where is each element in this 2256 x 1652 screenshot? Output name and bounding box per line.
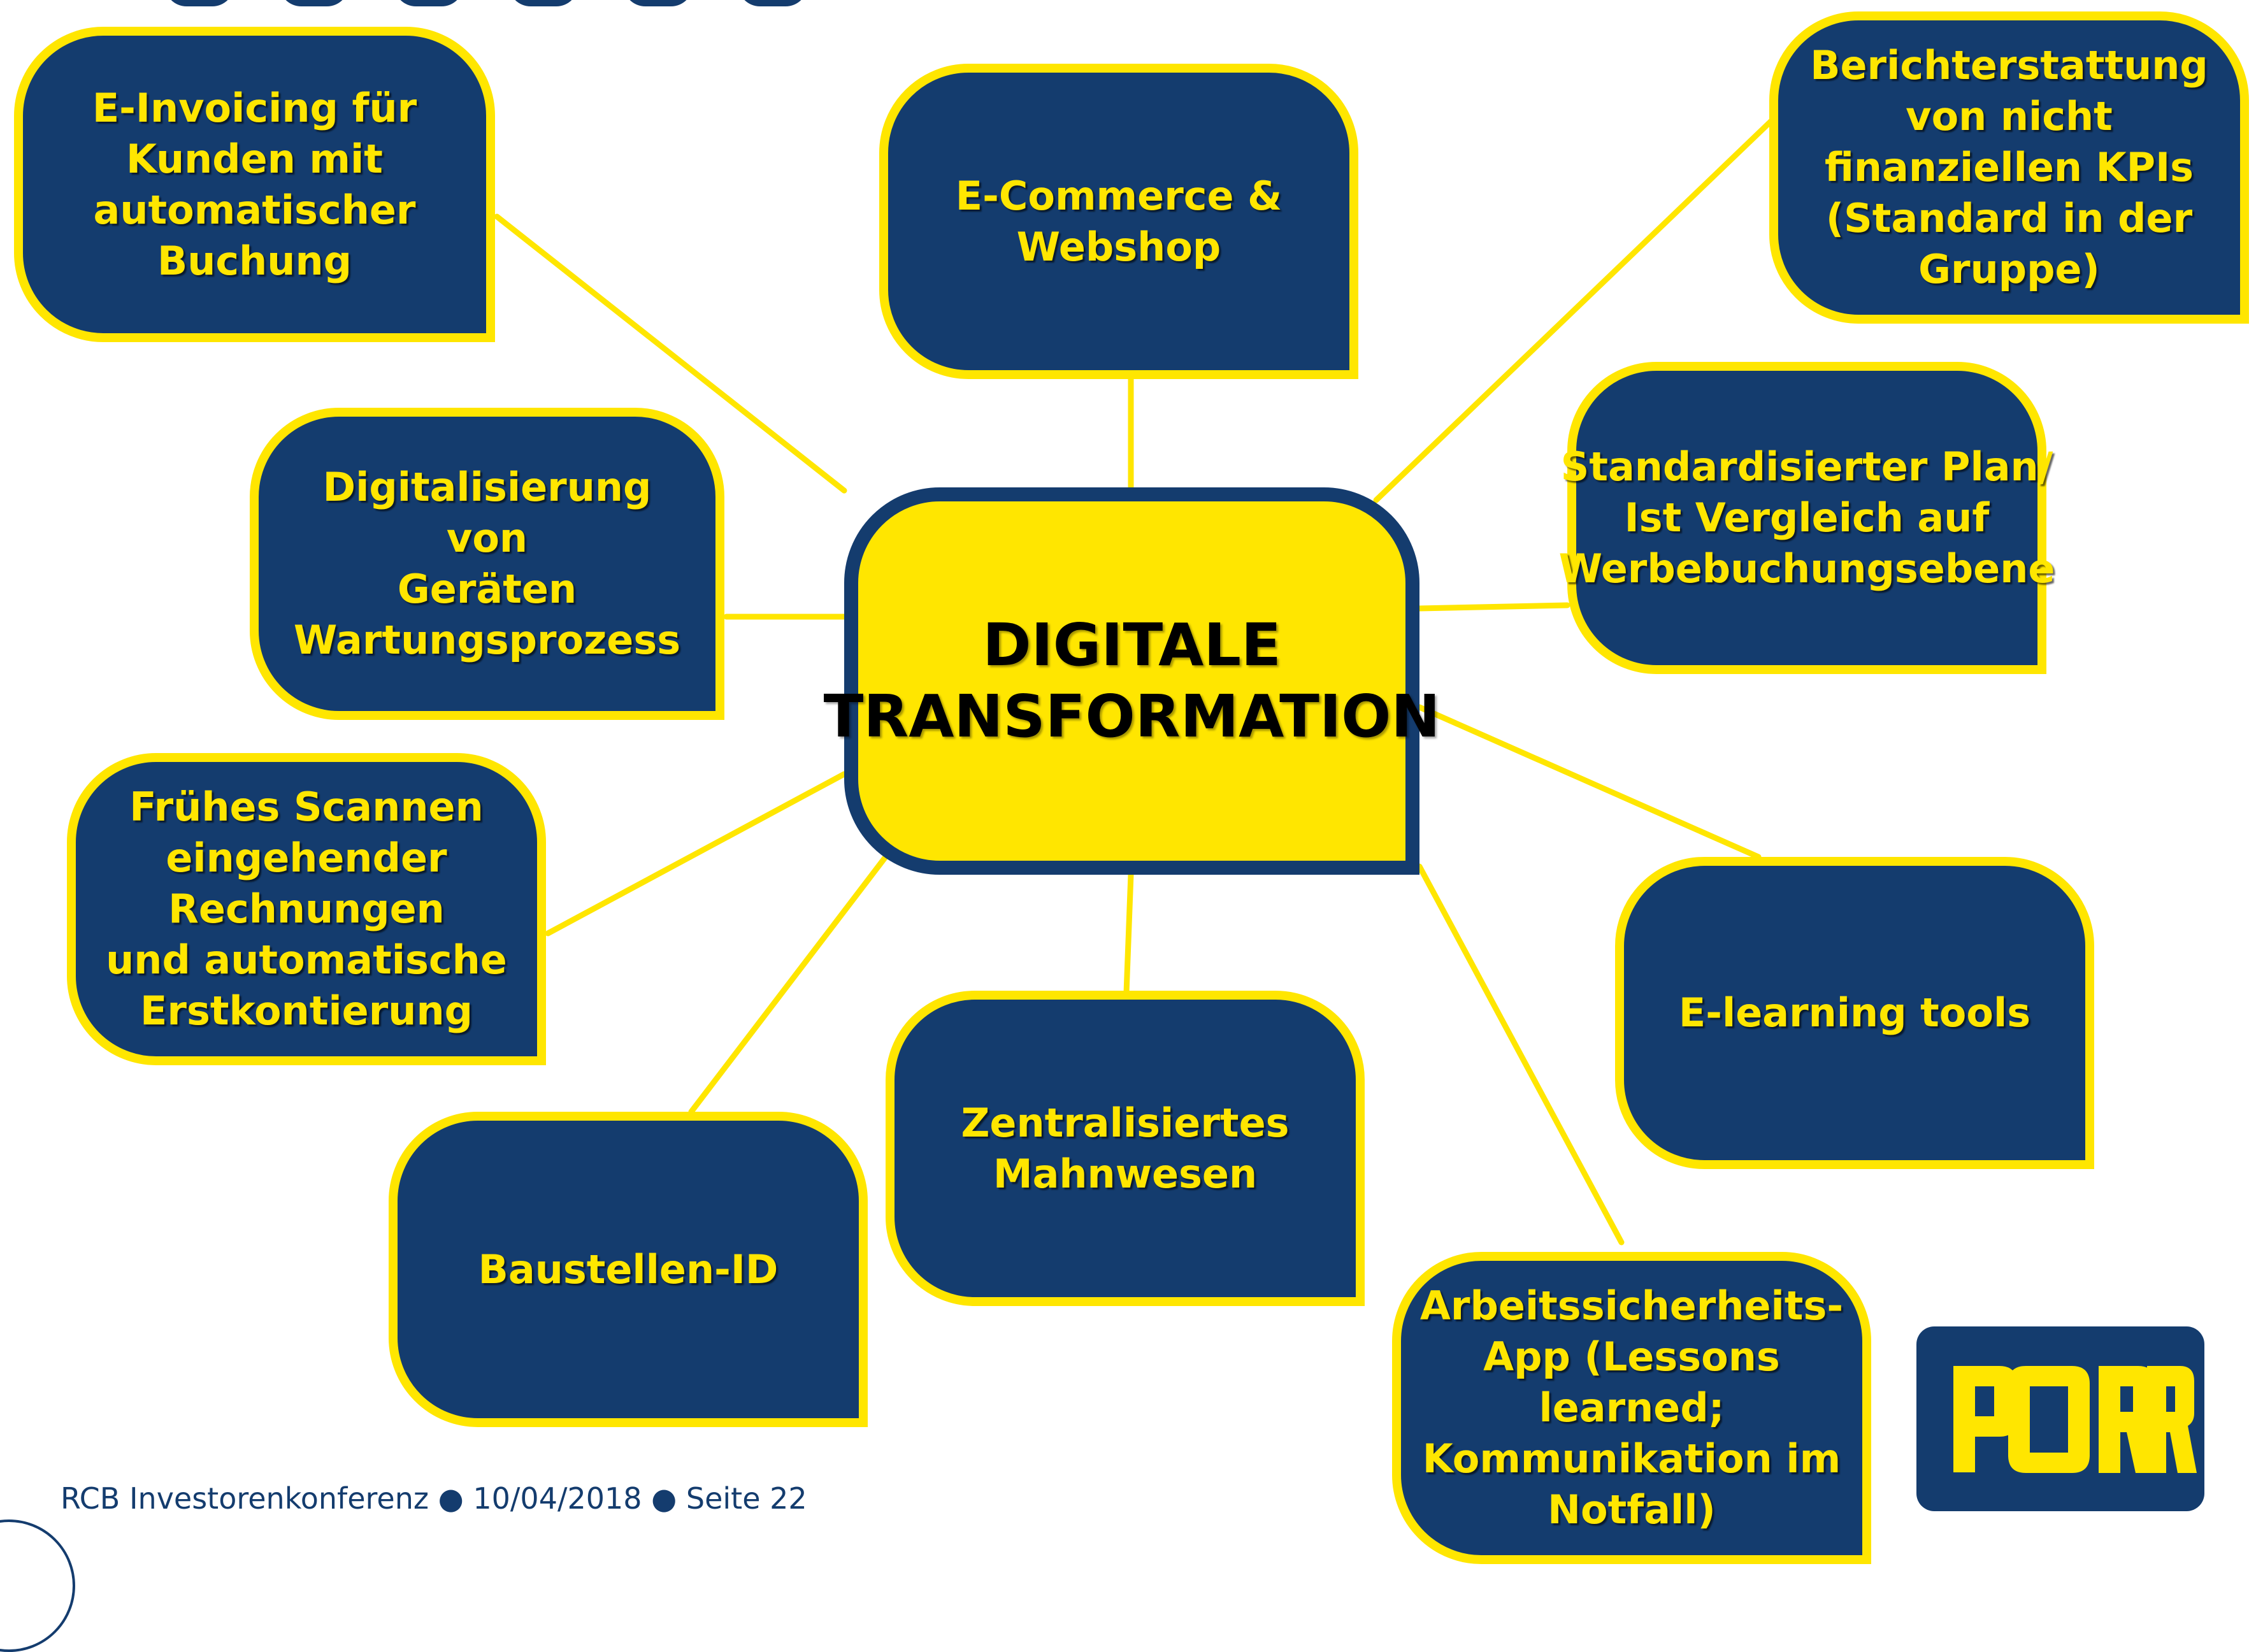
connector-arbeitssicherheit xyxy=(1416,863,1625,1246)
node-berichterstattung[interactable]: Berichterstattung von nicht finanziellen… xyxy=(1769,11,2249,324)
node-elearning[interactable]: E-learning tools xyxy=(1615,857,2094,1169)
connector-mahnwesen xyxy=(1123,872,1134,996)
node-scannen[interactable]: Frühes Scannen eingehender Rechnungen un… xyxy=(67,753,546,1065)
connector-lines xyxy=(494,118,1774,1246)
node-ecommerce[interactable]: E-Commerce & Webshop xyxy=(879,64,1358,379)
node-mahnwesen[interactable]: Zentralisiertes Mahnwesen xyxy=(886,991,1365,1306)
connector-berichterstattung xyxy=(1373,118,1774,503)
node-arbeitssicherheit[interactable]: Arbeitssicherheits- App (Lessons learned… xyxy=(1392,1252,1871,1564)
porr-logo-wordmark xyxy=(1953,1366,2197,1473)
center-node[interactable]: DIGITALE TRANSFORMATION xyxy=(824,487,1440,875)
node-einvoicing[interactable]: E-Invoicing für Kunden mit automatischer… xyxy=(14,27,495,342)
footer-text: RCB Investorenkonferenz ● 10/04/2018 ● S… xyxy=(61,1481,807,1516)
connector-baustellen xyxy=(688,854,889,1115)
title-fragment xyxy=(164,0,910,6)
node-plan-ist[interactable]: Standardisierter Plan/ Ist Vergleich auf… xyxy=(1559,362,2055,674)
connector-plan-ist xyxy=(1416,602,1570,612)
connector-einvoicing xyxy=(494,213,847,494)
node-digitalisierung[interactable]: Digitalisierung von Geräten Wartungsproz… xyxy=(250,408,724,720)
porr-logo xyxy=(1916,1326,2204,1511)
connector-elearning xyxy=(1416,704,1762,860)
connector-scannen xyxy=(545,771,847,937)
node-baustellen[interactable]: Baustellen-ID xyxy=(389,1112,868,1427)
